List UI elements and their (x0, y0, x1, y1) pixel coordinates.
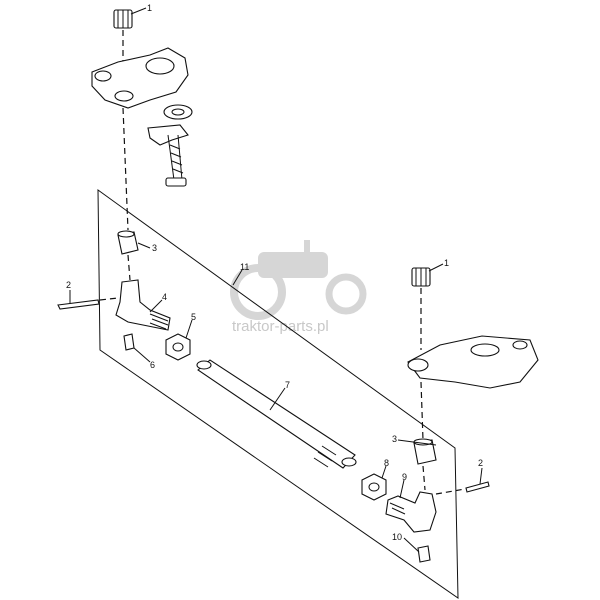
callout-5: 5 (191, 312, 196, 322)
callout-2-right: 2 (478, 458, 483, 468)
castle-nut-right (411, 267, 431, 287)
callout-10: 10 (392, 532, 402, 542)
watermark-tractor-icon (230, 240, 367, 320)
callout-7: 7 (285, 380, 290, 390)
callout-8: 8 (384, 458, 389, 468)
callout-9: 9 (402, 472, 407, 482)
top-steering-arm (91, 9, 193, 231)
callout-11: 11 (240, 262, 249, 272)
bolt-top (165, 134, 187, 187)
hex-nut-8 (361, 473, 387, 501)
castle-nut-top (113, 9, 133, 29)
hex-nut-5 (165, 333, 191, 361)
callout-labels: 1 1 2 2 3 3 4 5 6 7 8 9 10 11 (66, 3, 483, 542)
callout-1-top: 1 (147, 3, 152, 13)
leader-lines (69, 7, 483, 553)
callout-3-right: 3 (392, 434, 397, 444)
watermark-text: traktor-parts.pl (232, 318, 329, 335)
assembly-outline (97, 189, 459, 599)
callout-3-left: 3 (152, 243, 157, 253)
right-steering-arm (361, 267, 539, 563)
callout-6: 6 (150, 360, 155, 370)
callout-4: 4 (162, 292, 167, 302)
left-tie-rod-end-group (57, 230, 191, 361)
tie-rod-tube (196, 359, 357, 469)
callout-2-left: 2 (66, 280, 71, 290)
callout-1-right: 1 (444, 258, 449, 268)
